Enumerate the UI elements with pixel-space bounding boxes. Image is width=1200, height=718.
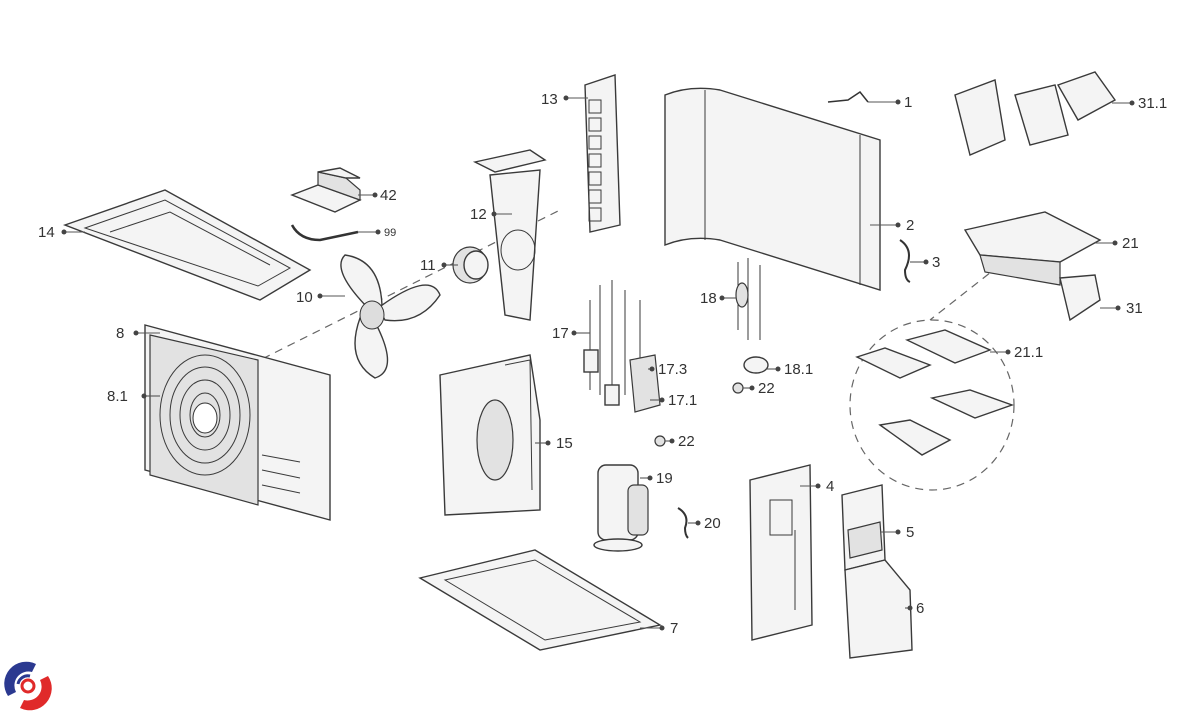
callout-4: 4: [800, 478, 834, 495]
callout-22-lower: 22: [665, 433, 695, 450]
svg-text:8: 8: [116, 325, 124, 342]
callout-13: 13: [541, 91, 588, 108]
part-pcb-group: [855, 329, 1015, 456]
callout-31-1: 31.1: [1112, 95, 1167, 112]
svg-text:4: 4: [826, 478, 834, 495]
detail-callout-line: [929, 264, 1001, 321]
svg-text:3: 3: [932, 254, 940, 271]
part-temp-sensor: [827, 90, 869, 103]
callout-21: 21: [1095, 235, 1139, 252]
part-front-panel: [144, 324, 331, 521]
callout-31: 31: [1100, 300, 1143, 317]
svg-text:18.1: 18.1: [784, 361, 813, 378]
callout-21-1: 21.1: [990, 344, 1043, 361]
part-fan-blade: [340, 254, 441, 379]
part-base-tray: [418, 549, 662, 651]
callout-22-upper: 22: [743, 380, 775, 397]
svg-text:7: 7: [670, 620, 678, 637]
svg-text:19: 19: [656, 470, 673, 487]
callout-18: 18: [700, 290, 736, 307]
part-motor-bracket: [472, 149, 547, 321]
callout-17-3: 17.3: [648, 361, 687, 378]
part-tube-curve: [677, 507, 689, 539]
callout-18-1: 18.1: [766, 361, 813, 378]
callout-2: 2: [870, 217, 914, 234]
svg-text:10: 10: [296, 289, 313, 306]
svg-text:31: 31: [1126, 300, 1143, 317]
part-side-panel: [439, 354, 541, 516]
callout-20: 20: [688, 515, 721, 532]
part-partition-panel: [584, 74, 621, 233]
part-four-way-valve: [735, 258, 769, 374]
part-condenser-coil: [664, 87, 881, 291]
svg-text:17.1: 17.1: [668, 392, 697, 409]
part-valve-cover: [841, 484, 886, 571]
callout-12: 12: [470, 206, 512, 223]
part-compressor: [593, 464, 649, 552]
svg-text:42: 42: [380, 187, 397, 204]
part-right-side-panel: [749, 464, 813, 641]
callout-42: 42: [358, 187, 397, 204]
part-nut-b: [654, 435, 666, 447]
part-reactor-box: [290, 167, 362, 213]
assembly-axis-line: [249, 209, 561, 366]
part-fan-motor: [452, 246, 489, 284]
callout-8-1: 8.1: [107, 388, 160, 405]
svg-text:17.3: 17.3: [658, 361, 687, 378]
callout-1: 1: [868, 94, 912, 111]
svg-text:99: 99: [384, 227, 396, 239]
logo-center: [20, 678, 36, 694]
callout-15: 15: [535, 435, 573, 452]
svg-text:22: 22: [678, 433, 695, 450]
svg-text:13: 13: [541, 91, 558, 108]
svg-text:12: 12: [470, 206, 487, 223]
svg-text:1: 1: [904, 94, 912, 111]
svg-text:6: 6: [916, 600, 924, 617]
svg-text:18: 18: [700, 290, 717, 307]
callout-6: 6: [905, 600, 924, 617]
callout-14: 14: [38, 224, 85, 241]
svg-text:11: 11: [420, 257, 436, 274]
callout-17-1: 17.1: [650, 392, 697, 409]
callout-11: 11: [420, 257, 458, 274]
svg-text:5: 5: [906, 524, 914, 541]
part-electrical-housing: [954, 71, 1117, 156]
part-valve-assembly: [583, 280, 661, 413]
logo-red-arc: [20, 676, 52, 711]
part-nut-a: [732, 382, 744, 394]
part-control-box: [963, 211, 1102, 322]
callout-10: 10: [296, 289, 345, 306]
svg-text:20: 20: [704, 515, 721, 532]
callout-99: 99: [358, 227, 396, 239]
part-sensor-cable: [290, 224, 359, 242]
callout-3: 3: [910, 254, 940, 271]
part-handle-cover: [844, 559, 913, 659]
svg-text:8.1: 8.1: [107, 388, 128, 405]
callout-8: 8: [116, 325, 160, 342]
svg-text:22: 22: [758, 380, 775, 397]
svg-text:14: 14: [38, 224, 55, 241]
callout-5: 5: [880, 524, 914, 541]
logo-blue-arc: [4, 661, 36, 696]
svg-text:15: 15: [556, 435, 573, 452]
part-tube-small: [899, 239, 911, 283]
svg-text:17: 17: [552, 325, 569, 342]
callout-17: 17: [552, 325, 590, 342]
callout-19: 19: [640, 470, 673, 487]
svg-text:21.1: 21.1: [1014, 344, 1043, 361]
svg-text:31.1: 31.1: [1138, 95, 1167, 112]
brand-logo: [4, 661, 52, 711]
svg-text:21: 21: [1122, 235, 1139, 252]
svg-text:2: 2: [906, 217, 914, 234]
callout-7: 7: [640, 620, 678, 637]
part-top-cover: [62, 189, 312, 301]
